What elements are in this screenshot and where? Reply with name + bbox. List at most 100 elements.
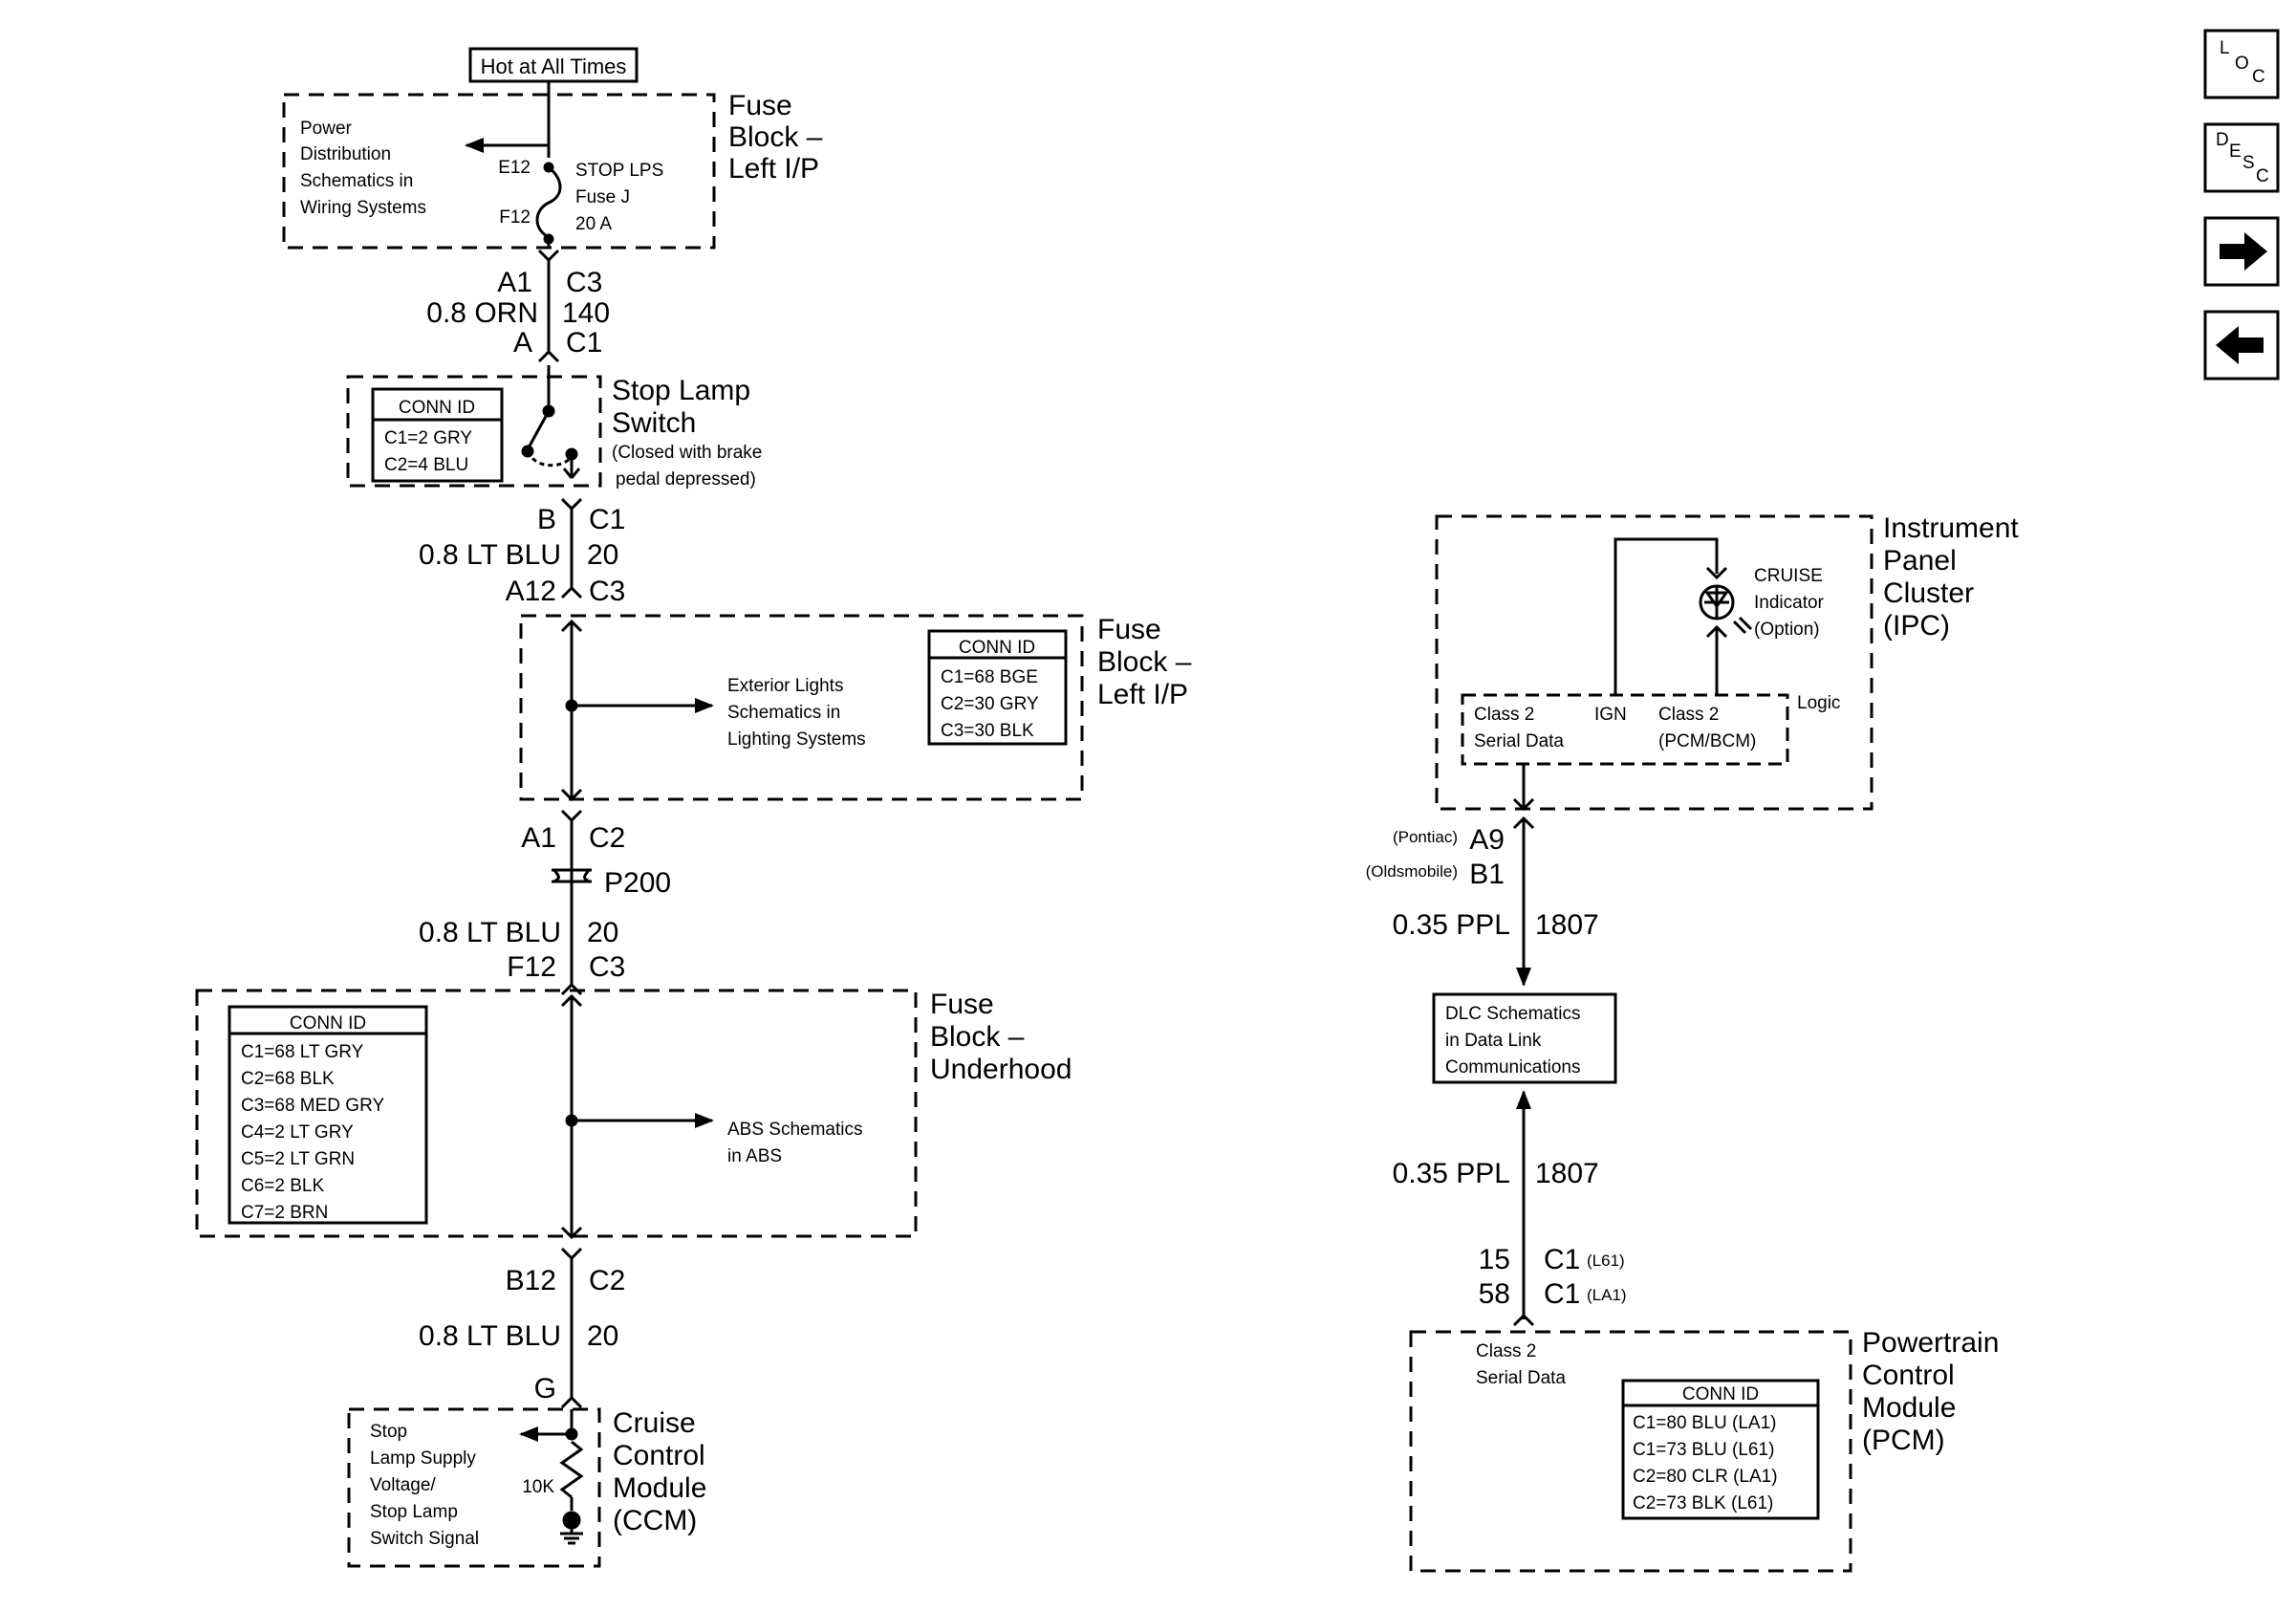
underhood-conn-c3: C3=68 MED GRY bbox=[241, 1096, 384, 1116]
desc-letter-e: E bbox=[2229, 142, 2242, 162]
wire1-left-top: A1 bbox=[497, 267, 532, 298]
pcm-l61-label: (L61) bbox=[1587, 1252, 1625, 1270]
pcm-la1-label: (LA1) bbox=[1587, 1286, 1627, 1304]
ipc-class2-pcm-2: (PCM/BCM) bbox=[1658, 731, 1756, 751]
dlc-box bbox=[1432, 992, 1617, 1084]
right-wire-bottom-color: 0.35 PPL bbox=[1393, 1158, 1510, 1189]
cruise-label-3: (Option) bbox=[1754, 620, 1820, 640]
fuse-block-top-title-2: Block – bbox=[728, 121, 823, 153]
pcm-title-1: Powertrain bbox=[1862, 1327, 1999, 1359]
hot-at-all-times-label: Hot at All Times bbox=[481, 54, 627, 78]
stop-switch-conn-header: CONN ID bbox=[399, 398, 475, 418]
dlc-line-1: DLC Schematics bbox=[1445, 1004, 1581, 1024]
ccm-signal-line-1: Stop bbox=[370, 1422, 407, 1442]
underhood-conn-c7: C7=2 BRN bbox=[241, 1203, 328, 1223]
underhood-conn-c2: C2=68 BLK bbox=[241, 1069, 335, 1089]
wire2-right-top: C1 bbox=[589, 504, 625, 535]
wire2-left-bottom: A12 bbox=[506, 576, 556, 607]
underhood-title-3: Underhood bbox=[930, 1054, 1072, 1085]
loc-button[interactable]: L O C bbox=[2205, 31, 2278, 98]
ext-lights-line-3: Lighting Systems bbox=[727, 729, 866, 750]
arrow-right-icon bbox=[2220, 232, 2267, 271]
fuse-block-mid-conn-header: CONN ID bbox=[959, 638, 1035, 658]
ccm-signal-line-5: Switch Signal bbox=[370, 1529, 479, 1549]
pin-e12: E12 bbox=[498, 158, 531, 178]
pcm-conn-c1a: C1 bbox=[1544, 1244, 1580, 1275]
underhood-conn-c1: C1=68 LT GRY bbox=[241, 1042, 364, 1062]
wire4-circuit: 20 bbox=[587, 1320, 618, 1352]
ipc-ign: IGN bbox=[1594, 705, 1627, 725]
cruise-indicator-lamp bbox=[1699, 584, 1735, 620]
pcm-conn-line-2: C1=73 BLU (L61) bbox=[1633, 1440, 1774, 1460]
fuse-block-mid-conn-id bbox=[927, 629, 1068, 746]
right-wire-top-color: 0.35 PPL bbox=[1393, 909, 1510, 941]
fuse-block-mid-title-1: Fuse bbox=[1097, 614, 1161, 645]
fuse-rating: 20 A bbox=[575, 214, 612, 234]
wire3-circuit: 20 bbox=[587, 917, 618, 948]
ccm-signal-line-2: Lamp Supply bbox=[370, 1448, 476, 1469]
wire3-left-top: A1 bbox=[521, 822, 556, 854]
fuse-symbol bbox=[535, 165, 562, 239]
right-wire-bottom-circuit: 1807 bbox=[1535, 1158, 1599, 1189]
pcm-conn-line-1: C1=80 BLU (LA1) bbox=[1633, 1413, 1777, 1433]
fuse-block-top-title-3: Left I/P bbox=[728, 153, 819, 185]
dlc-line-2: in Data Link bbox=[1445, 1031, 1542, 1051]
logic-label: Logic bbox=[1797, 693, 1840, 713]
power-dist-line-2: Distribution bbox=[300, 144, 391, 164]
desc-letter-c: C bbox=[2256, 166, 2269, 186]
pcm-box bbox=[1409, 1330, 1852, 1573]
ccm-box bbox=[347, 1407, 601, 1568]
pcm-conn-id bbox=[1621, 1379, 1820, 1520]
connector-chevron bbox=[537, 249, 560, 263]
ccm-title-4: (CCM) bbox=[613, 1505, 697, 1536]
fuse-block-mid-title-2: Block – bbox=[1097, 646, 1192, 678]
wire1-right-top: C3 bbox=[566, 267, 602, 298]
hot-at-all-times-box bbox=[468, 47, 639, 83]
previous-button[interactable] bbox=[2205, 312, 2278, 379]
ipc-title-1: Instrument bbox=[1883, 512, 2019, 544]
wire1-left-bottom: A bbox=[513, 327, 532, 359]
underhood-conn-c6: C6=2 BLK bbox=[241, 1176, 324, 1196]
pcm-class2-1: Class 2 bbox=[1476, 1341, 1536, 1361]
pcm-pin-58: 58 bbox=[1479, 1278, 1510, 1310]
underhood-conn-id bbox=[227, 1005, 428, 1225]
ext-lights-line-1: Exterior Lights bbox=[727, 676, 843, 696]
pin-b1: B1 bbox=[1469, 859, 1505, 890]
wire3-right-bottom: C3 bbox=[589, 951, 625, 983]
pin-f12: F12 bbox=[499, 207, 531, 228]
loc-letter-c: C bbox=[2252, 67, 2265, 87]
ccm-title-3: Module bbox=[613, 1472, 706, 1504]
wire1-color: 0.8 ORN bbox=[426, 297, 538, 329]
resistor-10k bbox=[559, 1440, 584, 1499]
wire4-left-top: B12 bbox=[506, 1265, 556, 1296]
abs-line-2: in ABS bbox=[727, 1146, 782, 1166]
loc-letter-o: O bbox=[2235, 54, 2249, 74]
power-dist-line-3: Schematics in bbox=[300, 171, 413, 191]
ipc-title-4: (IPC) bbox=[1883, 610, 1950, 642]
fuse-name: STOP LPS bbox=[575, 161, 663, 181]
fuse-block-top-title-1: Fuse bbox=[728, 90, 792, 121]
desc-button[interactable]: D E S C bbox=[2205, 124, 2278, 191]
fuse-block-mid-title-3: Left I/P bbox=[1097, 679, 1188, 710]
fuse-id: Fuse J bbox=[575, 187, 630, 207]
underhood-title-2: Block – bbox=[930, 1021, 1025, 1053]
loc-letter-l: L bbox=[2220, 38, 2230, 58]
wire4-right-top: C2 bbox=[589, 1265, 625, 1296]
power-dist-line-4: Wiring Systems bbox=[300, 198, 426, 218]
pontiac-label: (Pontiac) bbox=[1393, 828, 1458, 846]
fuse-block-mid-conn-c2: C2=30 GRY bbox=[941, 694, 1039, 714]
cruise-label-1: CRUISE bbox=[1754, 566, 1823, 586]
pcm-title-4: (PCM) bbox=[1862, 1425, 1945, 1456]
cruise-label-2: Indicator bbox=[1754, 593, 1825, 613]
splice-p200: P200 bbox=[604, 867, 671, 899]
ipc-box bbox=[1435, 514, 1874, 811]
pcm-conn-c1b: C1 bbox=[1544, 1278, 1580, 1310]
ipc-class2-pcm-1: Class 2 bbox=[1658, 705, 1719, 725]
desc-letter-d: D bbox=[2216, 130, 2229, 150]
underhood-conn-header: CONN ID bbox=[290, 1013, 366, 1034]
wire3-left-bottom: F12 bbox=[507, 951, 556, 983]
next-button[interactable] bbox=[2205, 218, 2278, 285]
ccm-title-1: Cruise bbox=[613, 1407, 696, 1439]
pin-a9: A9 bbox=[1469, 824, 1505, 856]
